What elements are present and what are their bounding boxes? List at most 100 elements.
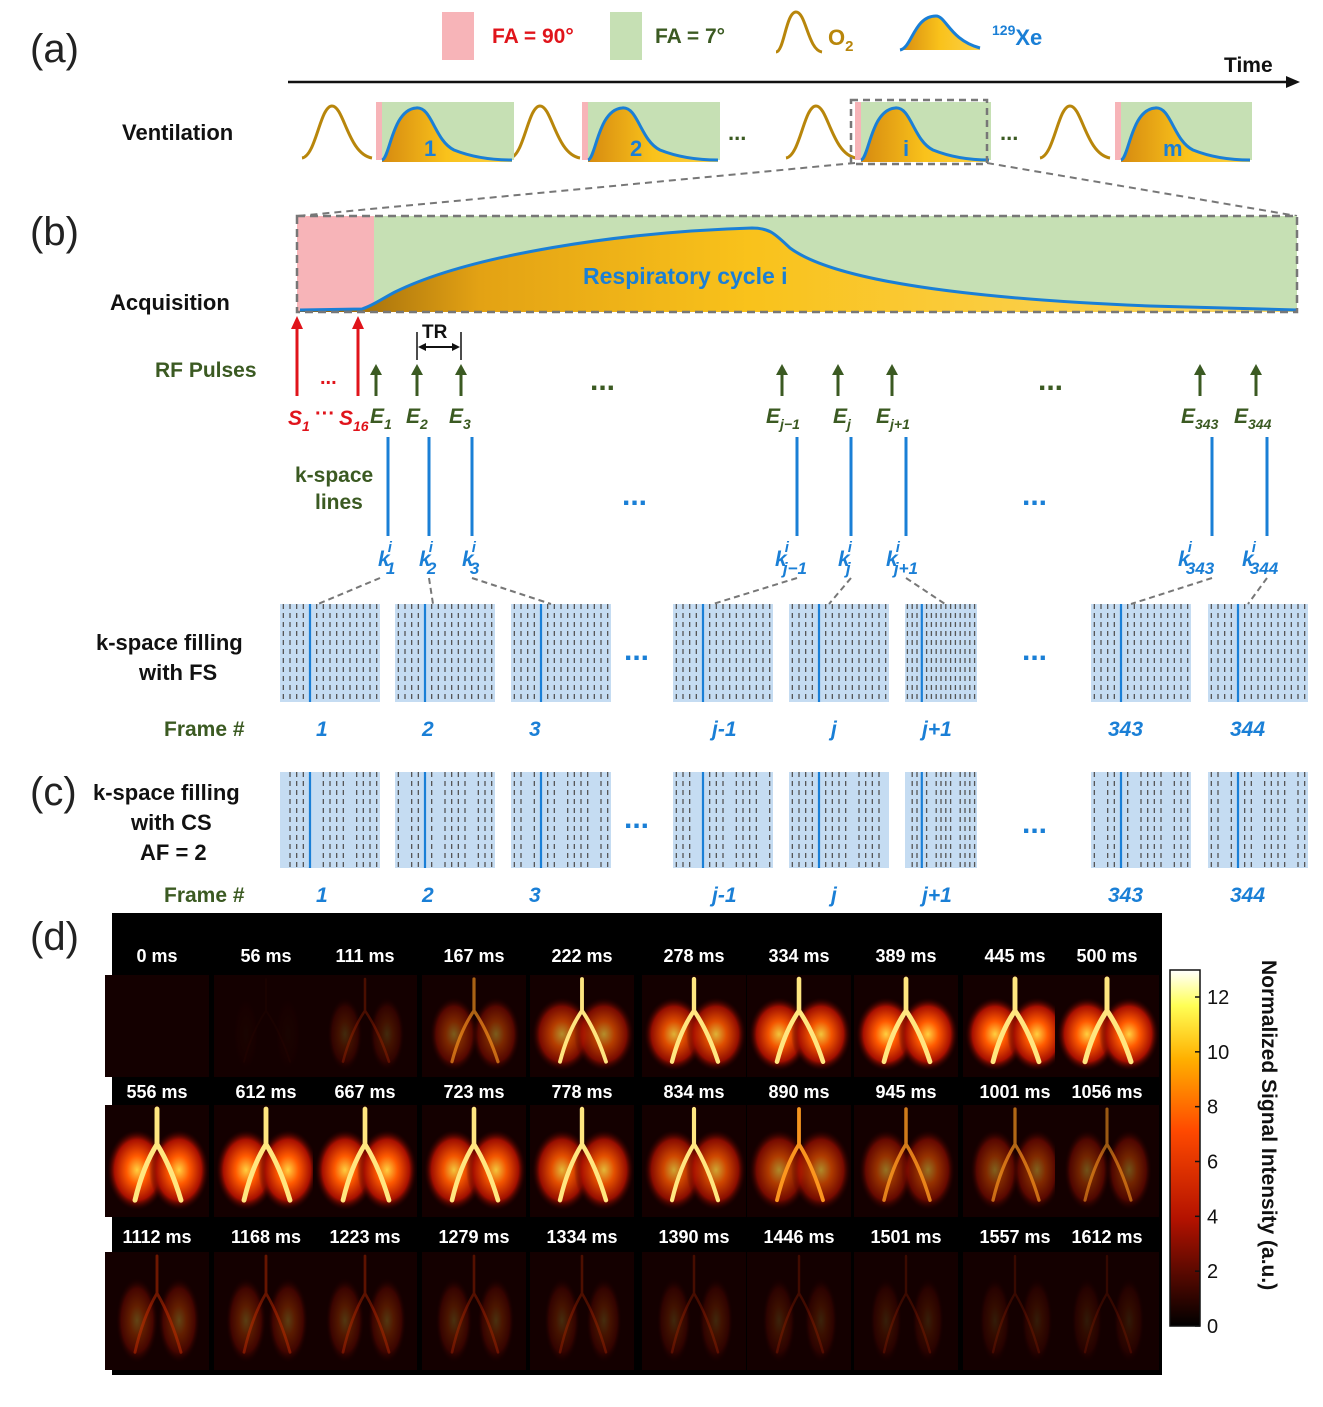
kspace-grid: [511, 772, 611, 868]
kspace-connector: [1247, 577, 1268, 605]
airway-tree: [991, 1254, 1041, 1354]
lung-image: [642, 1105, 746, 1217]
cs-frame-label: Frame #: [164, 884, 245, 907]
right-lung: [791, 1129, 851, 1211]
fs-ellipsis: ...: [1022, 634, 1047, 667]
colorbar-gradient: [1169, 969, 1201, 1327]
time-label: Time: [1224, 54, 1273, 77]
left-lung: [435, 1277, 473, 1363]
left-lung: [116, 1277, 158, 1363]
kspace-connector: [317, 577, 381, 605]
cs-label-2: with CS: [130, 810, 212, 835]
cs-frame-number: 2: [421, 884, 434, 907]
lung-image: [214, 975, 318, 1077]
frame-time-label: 1056 ms: [1071, 1082, 1142, 1102]
acquisition-fa90-region: [297, 216, 374, 312]
frame-time-label: 1557 ms: [979, 1227, 1050, 1247]
saturation-pulse-arrow-head: [352, 316, 364, 329]
right-lung: [586, 1277, 622, 1363]
o2-curve: [785, 104, 857, 160]
kspace-lines-label-1: k-space: [295, 464, 373, 487]
right-lung: [1007, 997, 1067, 1071]
e-label: Ej+1: [876, 405, 910, 432]
kspace-connector: [471, 577, 552, 605]
frame-time-label: 667 ms: [334, 1082, 395, 1102]
frame-time-label: 1390 ms: [658, 1227, 729, 1247]
e-label: E1: [370, 405, 392, 432]
excitation-pulse-arrow-head: [1250, 364, 1262, 375]
acquisition-frame: [295, 214, 1299, 314]
lung-image: [313, 975, 417, 1077]
fs-frame-number: 1: [316, 718, 328, 741]
frame-time-label: 556 ms: [126, 1082, 187, 1102]
fs-frame-number: 2: [421, 718, 434, 741]
lung-image: [642, 1252, 746, 1370]
fs-frame-number: 3: [529, 718, 541, 741]
right-lung: [898, 997, 958, 1071]
excitation-pulse-arrow-head: [832, 364, 844, 375]
cycle-fa90-block: [376, 102, 382, 160]
time-arrowhead: [1286, 76, 1300, 88]
left-lung: [233, 997, 258, 1070]
cs-frame-number: 1: [316, 884, 328, 907]
colorbar-tick-label: 2: [1207, 1261, 1218, 1283]
airway-tree: [882, 1254, 932, 1354]
excitation-pulse-arrow-head: [886, 364, 898, 375]
rf-ellipsis: ...: [1038, 364, 1063, 397]
lung-image: [422, 1105, 526, 1217]
airway-tree: [669, 976, 721, 1064]
left-lung: [544, 1277, 580, 1363]
airway-tree: [341, 1254, 391, 1354]
cycle-xe-fill: [861, 107, 989, 162]
lung-image: [1055, 975, 1159, 1077]
fs-frame-label: Frame #: [164, 718, 245, 741]
right-lung: [1012, 1129, 1062, 1211]
s16-label: S16: [339, 407, 369, 434]
lung-image: [105, 1105, 209, 1217]
excitation-pulse-arrow-head: [1194, 364, 1206, 375]
cycle-fa90-block: [582, 102, 588, 160]
right-lung: [912, 1277, 944, 1363]
saturation-pulse-arrow-head: [291, 316, 303, 329]
o2-curve: [509, 104, 581, 160]
kspace-connector: [712, 577, 798, 605]
frame-time-label: 222 ms: [551, 946, 612, 966]
right-lung: [149, 1129, 209, 1211]
lung-image: [747, 975, 851, 1077]
cycle-xe-curve: [1120, 106, 1251, 162]
cycle-number: i: [903, 136, 909, 161]
cs-frame-number: 3: [529, 884, 541, 907]
kspace-connector: [828, 577, 852, 605]
excitation-pulse-arrow-head: [455, 364, 467, 375]
lung-image: [854, 1252, 958, 1370]
left-lung: [870, 1277, 902, 1363]
acquisition-box: Respiratory cycle i: [295, 214, 1299, 314]
airway-tree: [449, 1106, 501, 1203]
lung-image: [105, 1252, 209, 1370]
legend-fa7-swatch: [610, 12, 642, 60]
lung-image: [313, 1105, 417, 1217]
rf-pulses-label: RF Pulses: [155, 359, 257, 382]
tr-label: TR: [422, 322, 448, 343]
right-lung: [574, 1129, 634, 1211]
airway-tree: [242, 1254, 292, 1354]
airway-tree: [450, 1254, 500, 1354]
cs-ellipsis: ...: [624, 802, 649, 835]
cycle-xe-curve: [587, 106, 719, 162]
airway-tree: [882, 1107, 932, 1202]
left-lung: [225, 1277, 267, 1363]
lung-image: [1055, 1105, 1159, 1217]
left-lung: [979, 1277, 1011, 1363]
lung-image: [530, 1252, 634, 1370]
left-lung: [970, 1129, 1020, 1211]
left-lung: [325, 1277, 365, 1363]
kspace-lines-label-2: lines: [315, 491, 363, 514]
cycle-xe-fill: [1121, 107, 1250, 162]
cs-grids-row: ......: [280, 772, 1308, 868]
